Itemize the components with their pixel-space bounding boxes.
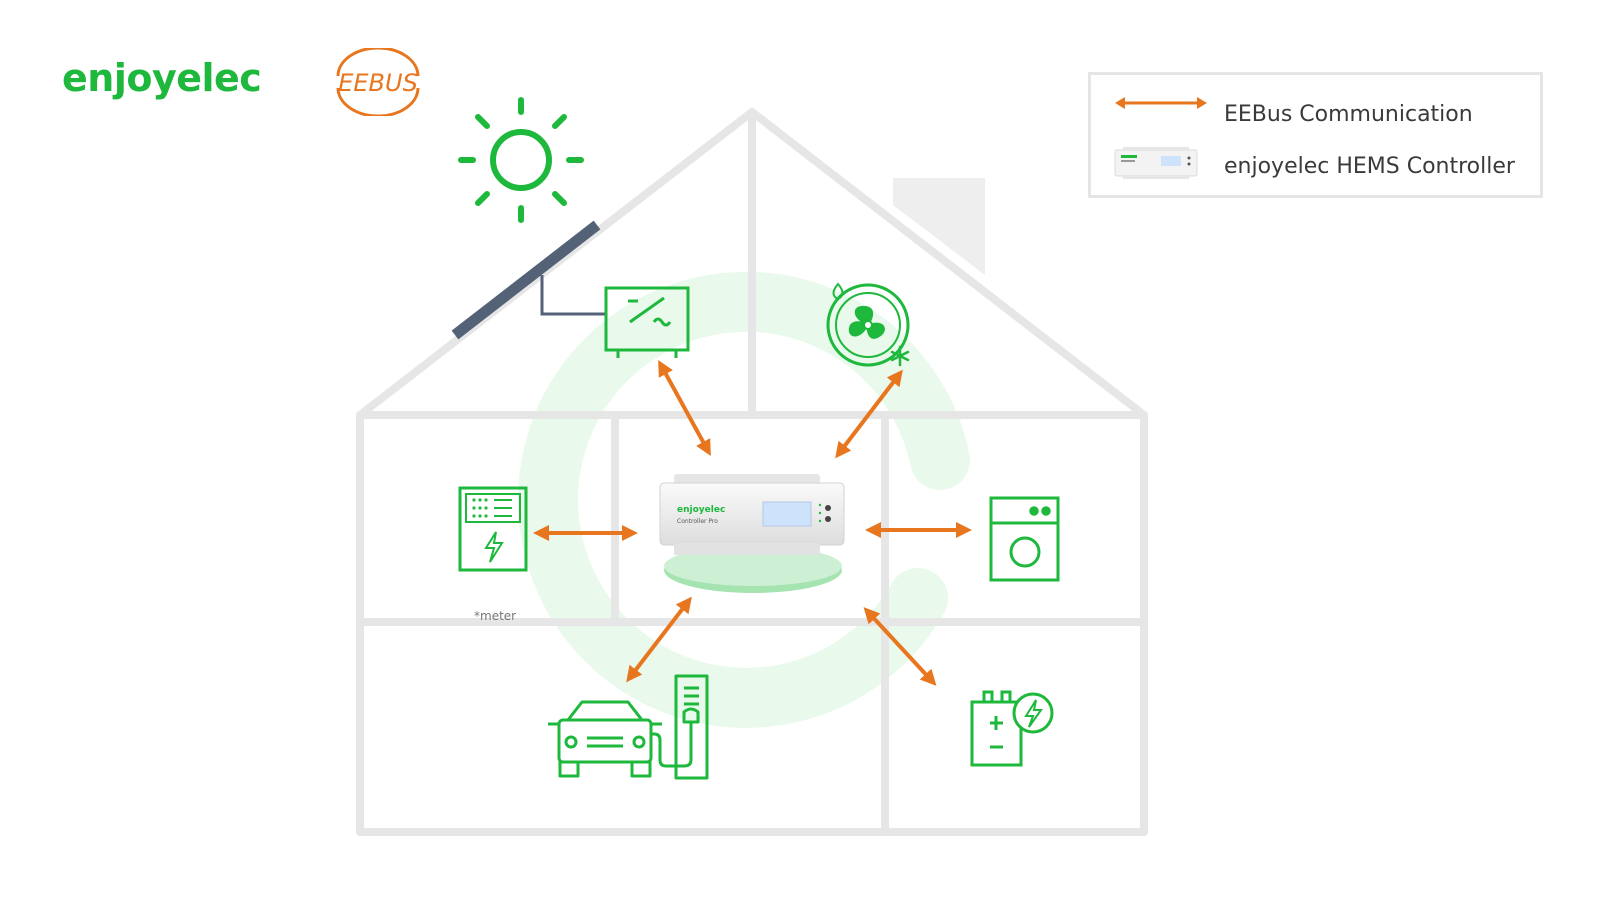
legend-item-communication: EEBus Communication (1091, 88, 1540, 138)
smart-meter-icon (458, 486, 528, 572)
legend-label-controller: enjoyelec HEMS Controller (1224, 154, 1515, 179)
enjoyelec-logo: enjoyelec (62, 56, 262, 100)
washing-machine-icon (989, 496, 1060, 582)
eebus-logo-text: EEBUS (338, 69, 418, 97)
communication-arrows (533, 359, 972, 686)
hems-controller-icon (1114, 147, 1198, 179)
arrow-inverter (658, 359, 711, 457)
eebus-logo: EEBUS (330, 46, 426, 118)
battery-storage-icon (970, 690, 1054, 767)
orange-double-arrow-icon (1115, 97, 1207, 109)
watermark-logo (518, 271, 970, 728)
solar-panel-icon (451, 220, 606, 340)
heat-pump-fan-icon (826, 282, 910, 367)
legend-label-communication: EEBus Communication (1224, 102, 1473, 127)
arrow-heat-pump (835, 369, 903, 459)
sun-icon (458, 97, 584, 223)
meter-note: *meter (474, 609, 516, 623)
controller-display (762, 501, 812, 527)
chimney (893, 178, 985, 275)
arrow-ev-charger (626, 596, 692, 683)
controller-model: Controller Pro (677, 518, 718, 525)
legend: EEBus Communication enjoyelec HEMS Contr… (1088, 72, 1543, 198)
electric-car-charger-icon (548, 674, 709, 780)
inverter-icon (604, 286, 690, 358)
legend-item-controller: enjoyelec HEMS Controller (1091, 140, 1540, 190)
controller-brand: enjoyelec (677, 505, 725, 515)
arrow-battery (863, 607, 937, 686)
hems-controller-device: enjoyelec Controller Pro (659, 474, 845, 593)
